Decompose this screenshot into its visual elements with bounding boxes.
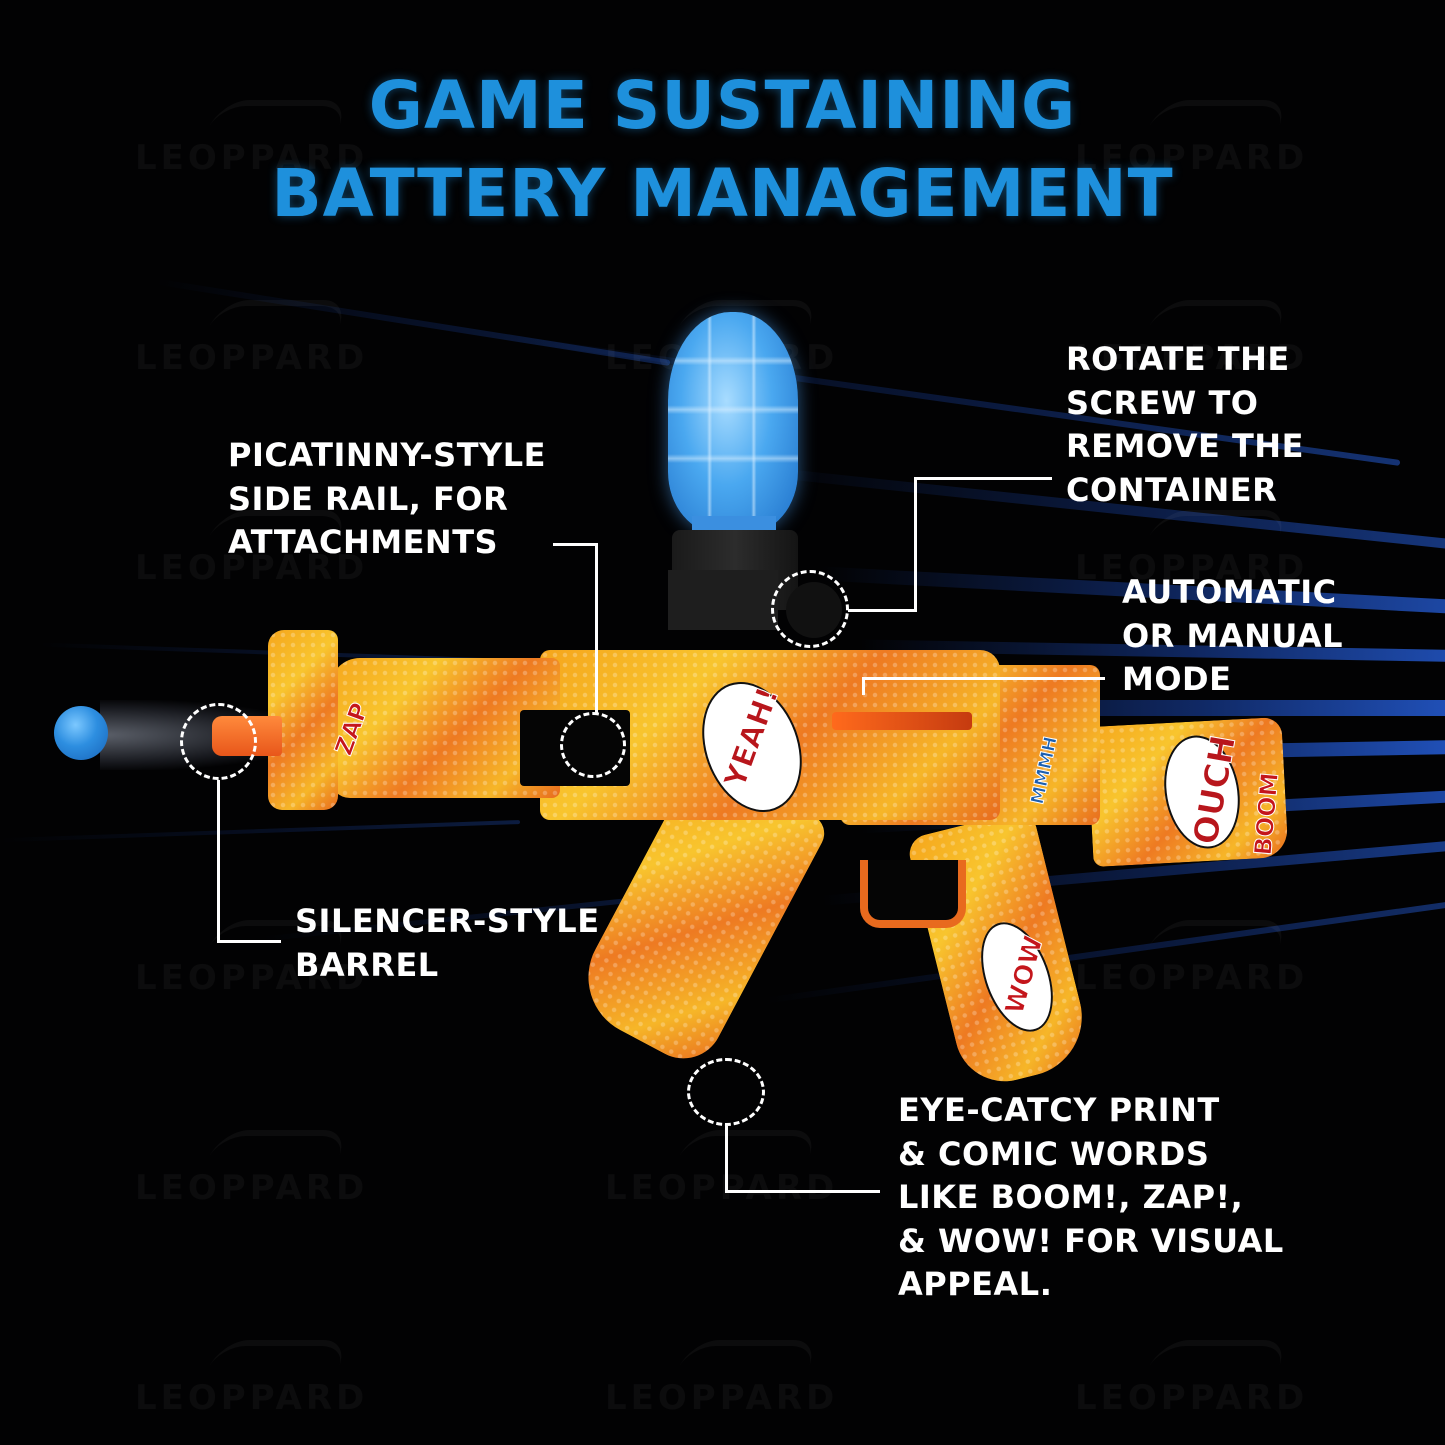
trigger-guard <box>860 860 966 928</box>
leader-line-side-rail <box>553 543 597 546</box>
leader-line-container <box>914 477 1052 480</box>
leader-line-container <box>848 609 916 612</box>
leader-line-container <box>914 477 917 612</box>
hopper-container <box>668 312 798 534</box>
watermark: LEOPPARD <box>1075 920 1308 998</box>
watermark: LEOPPARD <box>135 510 368 588</box>
headline: GAME SUSTAINING BATTERY MANAGEMENT <box>0 62 1445 238</box>
leader-line-print <box>725 1126 728 1192</box>
leader-line-mode <box>862 677 1105 680</box>
highlight-circle-screw <box>771 570 849 648</box>
callout-mode: AUTOMATIC OR MANUAL MODE <box>1122 573 1344 698</box>
callout-print: EYE-CATCY PRINT & COMIC WORDS LIKE BOOM!… <box>898 1091 1284 1303</box>
watermark: LEOPPARD <box>135 100 368 178</box>
gel-ball-projectile <box>54 706 108 760</box>
leader-line-mode <box>862 677 865 695</box>
watermark: LEOPPARD <box>1075 1340 1308 1418</box>
leader-line-print <box>725 1190 880 1193</box>
watermark: LEOPPARD <box>1075 510 1308 588</box>
hopper-base <box>668 570 778 630</box>
watermark: LEOPPARD <box>135 1130 368 1208</box>
watermark: LEOPPARD <box>135 920 368 998</box>
watermark: LEOPPARD <box>1075 100 1308 178</box>
mode-selector-lever <box>832 712 972 730</box>
callout-side-rail: PICATINNY-STYLE SIDE RAIL, FOR ATTACHMEN… <box>228 436 546 561</box>
watermark: LEOPPARD <box>135 1340 368 1418</box>
callout-barrel: SILENCER-STYLE BARREL <box>295 902 600 984</box>
watermark: LEOPPARD <box>1075 300 1308 378</box>
watermark: LEOPPARD <box>605 1130 838 1208</box>
watermark: LEOPPARD <box>605 1340 838 1418</box>
leader-line-barrel <box>217 780 220 942</box>
highlight-circle-print <box>687 1058 765 1126</box>
headline-line-2: BATTERY MANAGEMENT <box>271 155 1174 232</box>
leader-line-side-rail <box>595 543 598 713</box>
leader-line-barrel <box>217 940 281 943</box>
highlight-circle-side-rail <box>560 712 626 778</box>
headline-line-1: GAME SUSTAINING <box>368 67 1077 144</box>
callout-container: ROTATE THE SCREW TO REMOVE THE CONTAINER <box>1066 340 1304 509</box>
highlight-circle-barrel <box>180 703 257 780</box>
watermark: LEOPPARD <box>135 300 368 378</box>
